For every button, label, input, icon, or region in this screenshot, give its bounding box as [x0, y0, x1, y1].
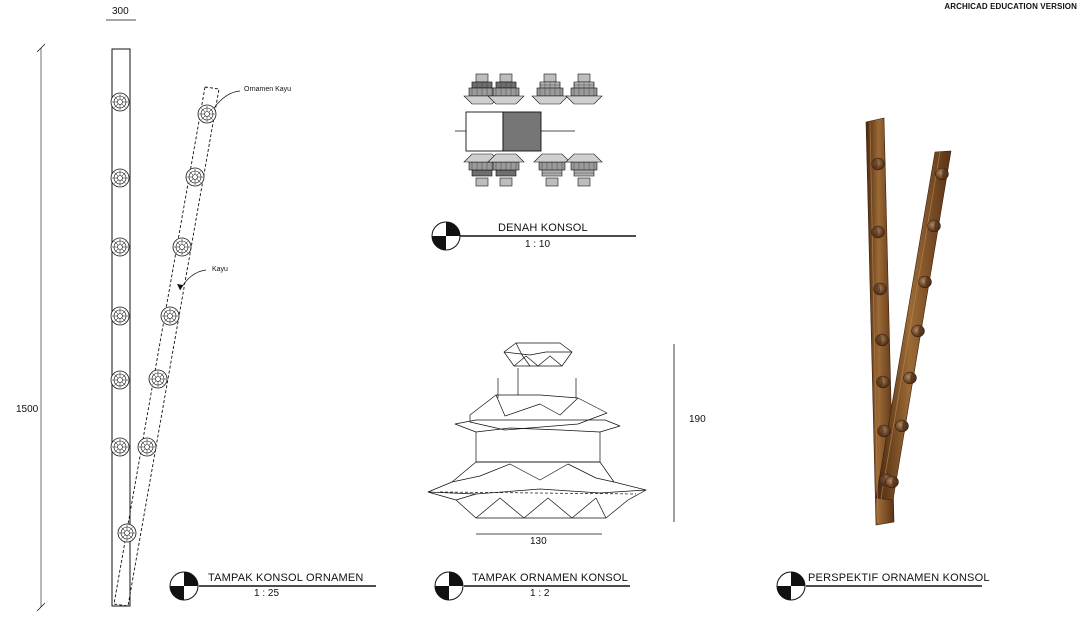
plan-ornament: [487, 153, 525, 187]
elevation-view: [36, 19, 241, 612]
title-marker: [431, 221, 461, 251]
ornament-knob: [110, 92, 130, 112]
height-tick-top: [36, 43, 46, 53]
plan-ornaments: [463, 73, 603, 187]
ornament-width-label: 130: [530, 536, 547, 547]
height-tick-bottom: [36, 602, 46, 612]
wood-leader: [179, 269, 207, 291]
ornament-knob: [197, 104, 217, 124]
ornament-knob: [110, 237, 130, 257]
ornament-knob: [117, 523, 137, 543]
plan-scale: 1 : 10: [525, 239, 551, 250]
elevation-width-label: 300: [112, 6, 129, 17]
plan-block-white: [465, 111, 504, 152]
perspective-knob: [871, 225, 885, 239]
ornament-knob: [110, 370, 130, 390]
ornament-callout: Ornamen Kayu: [244, 86, 292, 93]
title-marker: [776, 571, 806, 601]
perspective-post-vertical: [865, 117, 895, 526]
wood-leader-arrow: [177, 284, 183, 290]
perspective-knob: [903, 371, 917, 385]
perspective-knob: [871, 157, 885, 171]
ornament-knob: [160, 306, 180, 326]
title-marker: [434, 571, 464, 601]
plan-ornament: [487, 73, 525, 105]
plan-ornament: [565, 153, 603, 187]
elevation-height-label: 1500: [16, 404, 39, 415]
title-markers: [169, 221, 806, 601]
plan-ornament: [565, 73, 603, 105]
ornament-middle-tier: [469, 394, 608, 431]
plan-title: DENAH KONSOL: [498, 222, 588, 234]
ornament-height-label: 190: [689, 414, 706, 425]
ornament-knob: [110, 168, 130, 188]
perspective-knob: [935, 167, 949, 181]
elevation-scale: 1 : 25: [254, 588, 280, 599]
ornament-knob: [172, 237, 192, 257]
perspective-knob: [873, 282, 887, 296]
plan-ornament: [533, 153, 571, 187]
perspective-knob: [876, 375, 890, 389]
ornament-base-frill: [427, 461, 647, 519]
perspective-knob: [885, 475, 899, 489]
perspective-knob: [927, 219, 941, 233]
title-marker: [169, 571, 199, 601]
ornament-title: TAMPAK ORNAMEN KONSOL: [472, 572, 628, 584]
wood-callout: Kayu: [212, 266, 228, 273]
ornament-knob: [185, 167, 205, 187]
perspective-title: PERSPEKTIF ORNAMEN KONSOL: [808, 572, 990, 584]
ornament-elevation: [427, 342, 675, 535]
ornament-knob: [110, 306, 130, 326]
ornament-leader: [213, 90, 241, 109]
plan-ornament: [531, 73, 569, 105]
education-watermark: ARCHICAD EDUCATION VERSION: [944, 2, 1077, 11]
elevation-title: TAMPAK KONSOL ORNAMEN: [208, 572, 364, 584]
perspective-view: [865, 117, 952, 526]
ornament-lower-tier: [454, 419, 621, 463]
perspective-knob: [875, 333, 889, 347]
ornament-knobs: [110, 92, 217, 543]
perspective-post-inclined: [875, 150, 952, 501]
perspective-knob: [918, 275, 932, 289]
perspective-knob: [911, 324, 925, 338]
ornament-top-cap: [503, 342, 573, 367]
perspective-knobs: [871, 157, 949, 489]
ornament-knob: [148, 369, 168, 389]
ornament-knob: [110, 437, 130, 457]
ornament-scale: 1 : 2: [530, 588, 550, 599]
vertical-post: [111, 48, 131, 607]
ornament-knob: [137, 437, 157, 457]
perspective-knob: [895, 419, 909, 433]
plan-view: [455, 73, 603, 187]
plan-block-grey: [502, 111, 542, 152]
perspective-knob: [877, 424, 891, 438]
